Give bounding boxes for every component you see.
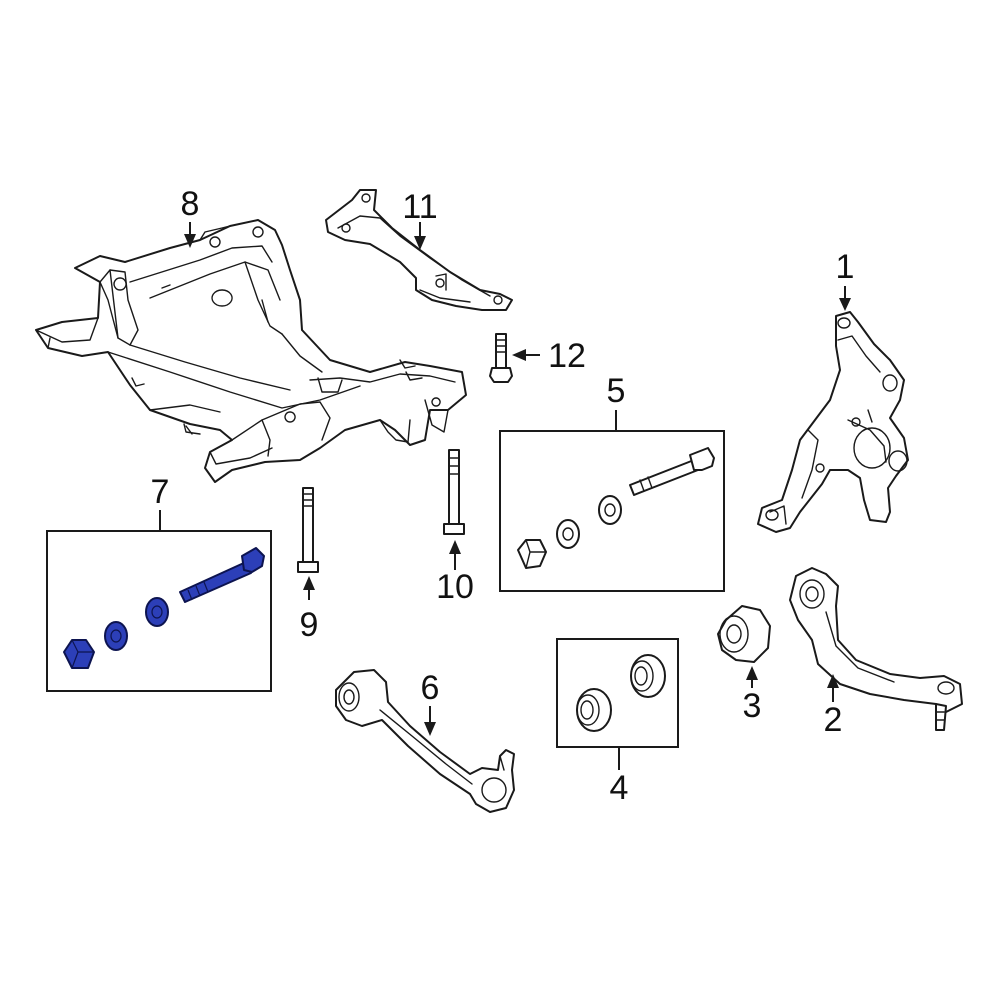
callout-5: 5 <box>607 372 626 410</box>
bushing-4-upper[interactable] <box>630 654 666 698</box>
lower-control-arm[interactable] <box>789 567 963 731</box>
callout-11: 11 <box>402 188 437 226</box>
bolt-5[interactable] <box>629 447 715 496</box>
bushing-3[interactable] <box>717 605 771 663</box>
callout-1: 1 <box>836 248 855 286</box>
bolt-10[interactable] <box>443 449 465 535</box>
washer-7-small[interactable] <box>104 621 128 651</box>
callout-7: 7 <box>151 473 170 511</box>
bolt-9[interactable] <box>297 487 319 573</box>
nut-5[interactable] <box>517 539 547 569</box>
washer-7-large[interactable] <box>145 597 169 627</box>
washer-5-small[interactable] <box>556 519 580 549</box>
callout-10: 10 <box>436 568 474 606</box>
callout-6: 6 <box>421 669 440 707</box>
kit-box-5 <box>499 430 725 592</box>
callout-4: 4 <box>610 769 629 807</box>
callout-8: 8 <box>181 185 200 223</box>
callout-12: 12 <box>548 337 586 375</box>
steering-knuckle[interactable] <box>757 311 909 533</box>
bolt-7-highlighted[interactable] <box>179 547 265 603</box>
callout-labels: 1 2 3 4 5 6 7 8 9 10 11 12 <box>151 185 855 807</box>
brace-plate[interactable] <box>325 189 513 311</box>
callout-9: 9 <box>300 606 319 644</box>
kit-box-4 <box>556 638 679 748</box>
nut-7[interactable] <box>63 639 95 669</box>
callout-2: 2 <box>824 701 843 739</box>
upper-control-arm[interactable] <box>335 669 515 813</box>
bushing-4-lower[interactable] <box>576 688 612 732</box>
callout-leaders <box>159 222 851 770</box>
washer-5-large[interactable] <box>598 495 622 525</box>
subframe-crossmember[interactable] <box>35 219 467 483</box>
bolt-12[interactable] <box>489 333 513 383</box>
callout-3: 3 <box>743 687 762 725</box>
